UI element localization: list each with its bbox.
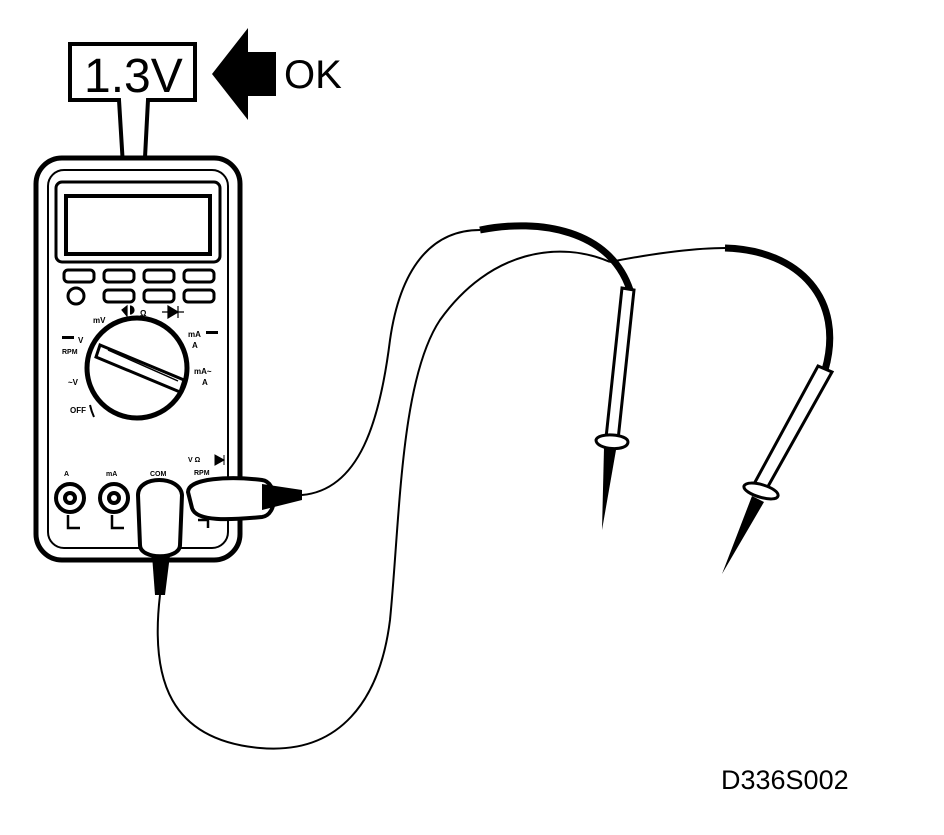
com-wire [156, 250, 611, 750]
power-button[interactable] [66, 286, 86, 306]
probe-1-tip [602, 448, 616, 530]
dial-label-ohm: Ω [140, 309, 147, 318]
jack-label-a: A [64, 471, 69, 478]
jack-a-pin [67, 495, 73, 501]
v-plug[interactable] [185, 476, 276, 522]
probe-2-sleeve [724, 244, 834, 371]
jack-brackets [66, 515, 210, 530]
probe-1-sleeve [479, 222, 634, 292]
dial-label-mv: mV [93, 316, 106, 325]
meter-inner-frame [47, 169, 229, 549]
meter-button[interactable] [142, 288, 176, 304]
reading-value: 1.3V [84, 50, 183, 103]
multimeter: mV Ω V RPM ~V OFF mA A mA~ A A mA COM V … [33, 155, 243, 563]
meter-display-screen [64, 194, 212, 256]
jack-label-ma: mA [106, 471, 117, 478]
probe-2-wire [609, 247, 726, 263]
figure-code: D336S002 [721, 765, 849, 795]
com-plug[interactable] [135, 478, 185, 559]
off-arc [89, 404, 95, 418]
jack-label-com: COM [150, 471, 167, 478]
status-ok: OK [284, 53, 342, 97]
v-lead [185, 229, 481, 522]
diode-icon [162, 304, 184, 320]
probe-1-handle[interactable] [604, 286, 636, 442]
meter-button[interactable] [182, 288, 216, 304]
dc-bar-icon-right [206, 331, 218, 334]
v-wire [301, 229, 481, 496]
meter-button[interactable] [102, 288, 136, 304]
probe-2-tip [722, 496, 764, 574]
dial-pointer-line [107, 349, 179, 382]
dial-label-off: OFF [70, 406, 86, 415]
dc-bar-icon [62, 336, 74, 339]
dial-label-ac-v: ~V [68, 378, 79, 387]
jack-label-rpm: RPM [194, 470, 210, 477]
com-plug-boot [152, 555, 170, 595]
v-plug-boot [262, 484, 302, 510]
meter-button[interactable] [142, 268, 176, 284]
probe-1-guard [594, 433, 630, 450]
pointer-arrow: OK [212, 28, 342, 120]
meter-button[interactable] [62, 268, 96, 284]
meter-button[interactable] [182, 268, 216, 284]
reading-callout: 1.3V [68, 42, 197, 217]
com-lead [135, 250, 611, 750]
dial-label-ma: mA [188, 330, 201, 339]
jack-ma-pin [111, 495, 117, 501]
meter-button[interactable] [102, 268, 136, 284]
dial-pointer [94, 342, 186, 395]
arrow-left-icon [212, 28, 276, 120]
jack-label-v-ohm: V Ω [188, 457, 201, 464]
rotary-dial[interactable] [84, 315, 190, 421]
dial-label-a-ac: A [202, 378, 208, 387]
dial-label-rpm: RPM [62, 349, 78, 356]
probe-2-handle[interactable] [751, 364, 835, 492]
dial-label-ma-ac: mA~ [194, 367, 212, 376]
probe-2-guard [742, 481, 780, 501]
probe-2 [609, 244, 835, 574]
dial-label-v: V [78, 336, 84, 345]
jack-diode-icon [214, 454, 226, 466]
probe-1 [479, 222, 636, 530]
speaker-icon [121, 304, 135, 318]
dial-label-a: A [192, 341, 198, 350]
